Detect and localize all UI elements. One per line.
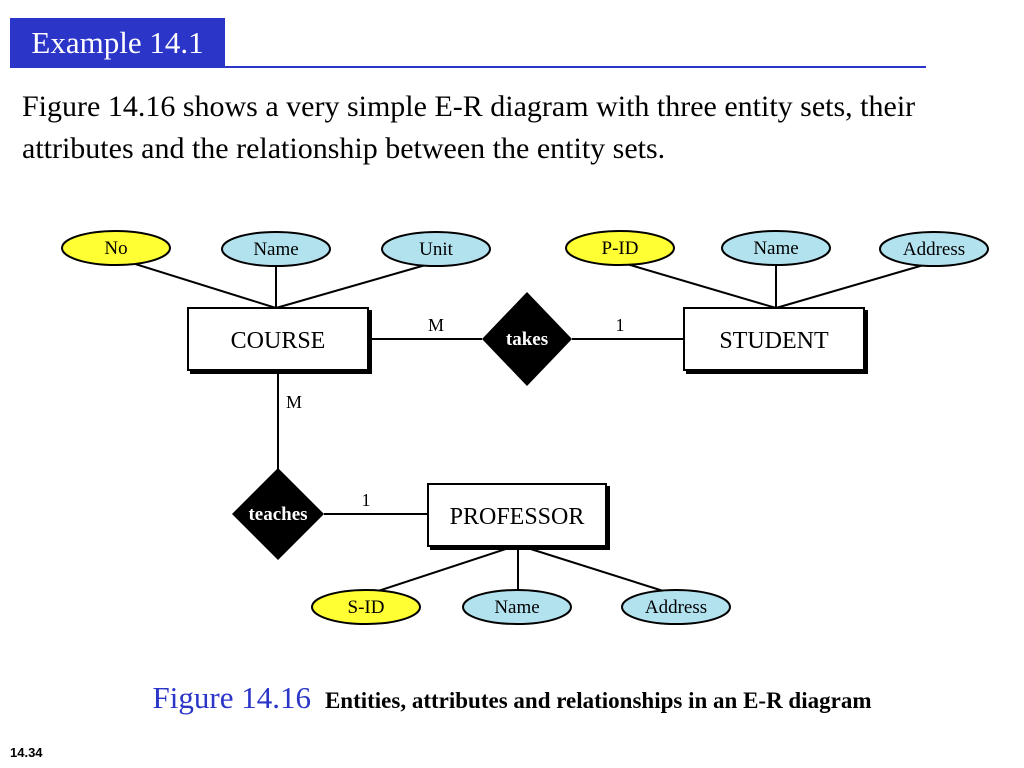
attribute-student-pid-label: P-ID <box>602 238 639 259</box>
attribute-course-no: No <box>61 230 171 266</box>
relationship-takes-label: takes <box>506 329 548 350</box>
attribute-professor-sid-label: S-ID <box>348 597 385 618</box>
attribute-course-unit-label: Unit <box>419 239 454 260</box>
figure-caption-text: Entities, attributes and relationships i… <box>324 688 872 713</box>
relationship-teaches-label: teaches <box>248 504 307 525</box>
example-label: Example 14.1 <box>10 18 225 68</box>
entity-professor: PROFESSOR <box>427 483 607 547</box>
connector-lines <box>115 257 935 596</box>
attribute-professor-name: Name <box>462 589 572 625</box>
entity-course-label: COURSE <box>231 328 326 354</box>
attribute-professor-name-label: Name <box>494 597 539 618</box>
line-student-address <box>775 261 935 309</box>
attribute-student-name: Name <box>721 230 831 266</box>
line-professor-address <box>517 544 677 596</box>
relationship-teaches: teaches <box>232 468 324 560</box>
cardinality-course-takes: M <box>428 315 444 335</box>
line-professor-sid <box>365 544 519 596</box>
attribute-course-unit: Unit <box>381 231 491 267</box>
cardinality-course-teaches: M <box>286 392 302 412</box>
attribute-student-pid: P-ID <box>565 230 675 266</box>
cardinality-teaches-professor: 1 <box>362 490 371 510</box>
figure-number: Figure 14.16 <box>152 680 311 715</box>
attribute-student-address: Address <box>879 231 989 267</box>
attribute-course-name-label: Name <box>253 239 298 260</box>
attribute-professor-address-label: Address <box>645 597 707 618</box>
line-student-pid <box>619 261 777 309</box>
example-header: Example 14.1 <box>10 18 926 68</box>
entity-course: COURSE <box>187 307 369 371</box>
slide-number: 14.34 <box>10 745 43 760</box>
attribute-student-name-label: Name <box>753 238 798 259</box>
attribute-professor-sid: S-ID <box>311 589 421 625</box>
attribute-course-no-label: No <box>104 238 127 259</box>
entity-professor-label: PROFESSOR <box>450 504 585 530</box>
header-underline <box>225 66 926 68</box>
figure-caption: Figure 14.16 Entities, attributes and rel… <box>0 680 1024 716</box>
relationship-takes: takes <box>482 292 572 386</box>
cardinality-takes-student: 1 <box>616 315 625 335</box>
intro-paragraph: Figure 14.16 shows a very simple E-R dia… <box>22 90 916 165</box>
attribute-course-name: Name <box>221 231 331 267</box>
entity-student: STUDENT <box>683 307 865 371</box>
attribute-student-address-label: Address <box>903 239 965 260</box>
entity-student-label: STUDENT <box>719 328 829 354</box>
line-course-no <box>115 257 277 309</box>
attribute-professor-address: Address <box>621 589 731 625</box>
line-course-unit <box>275 261 437 309</box>
